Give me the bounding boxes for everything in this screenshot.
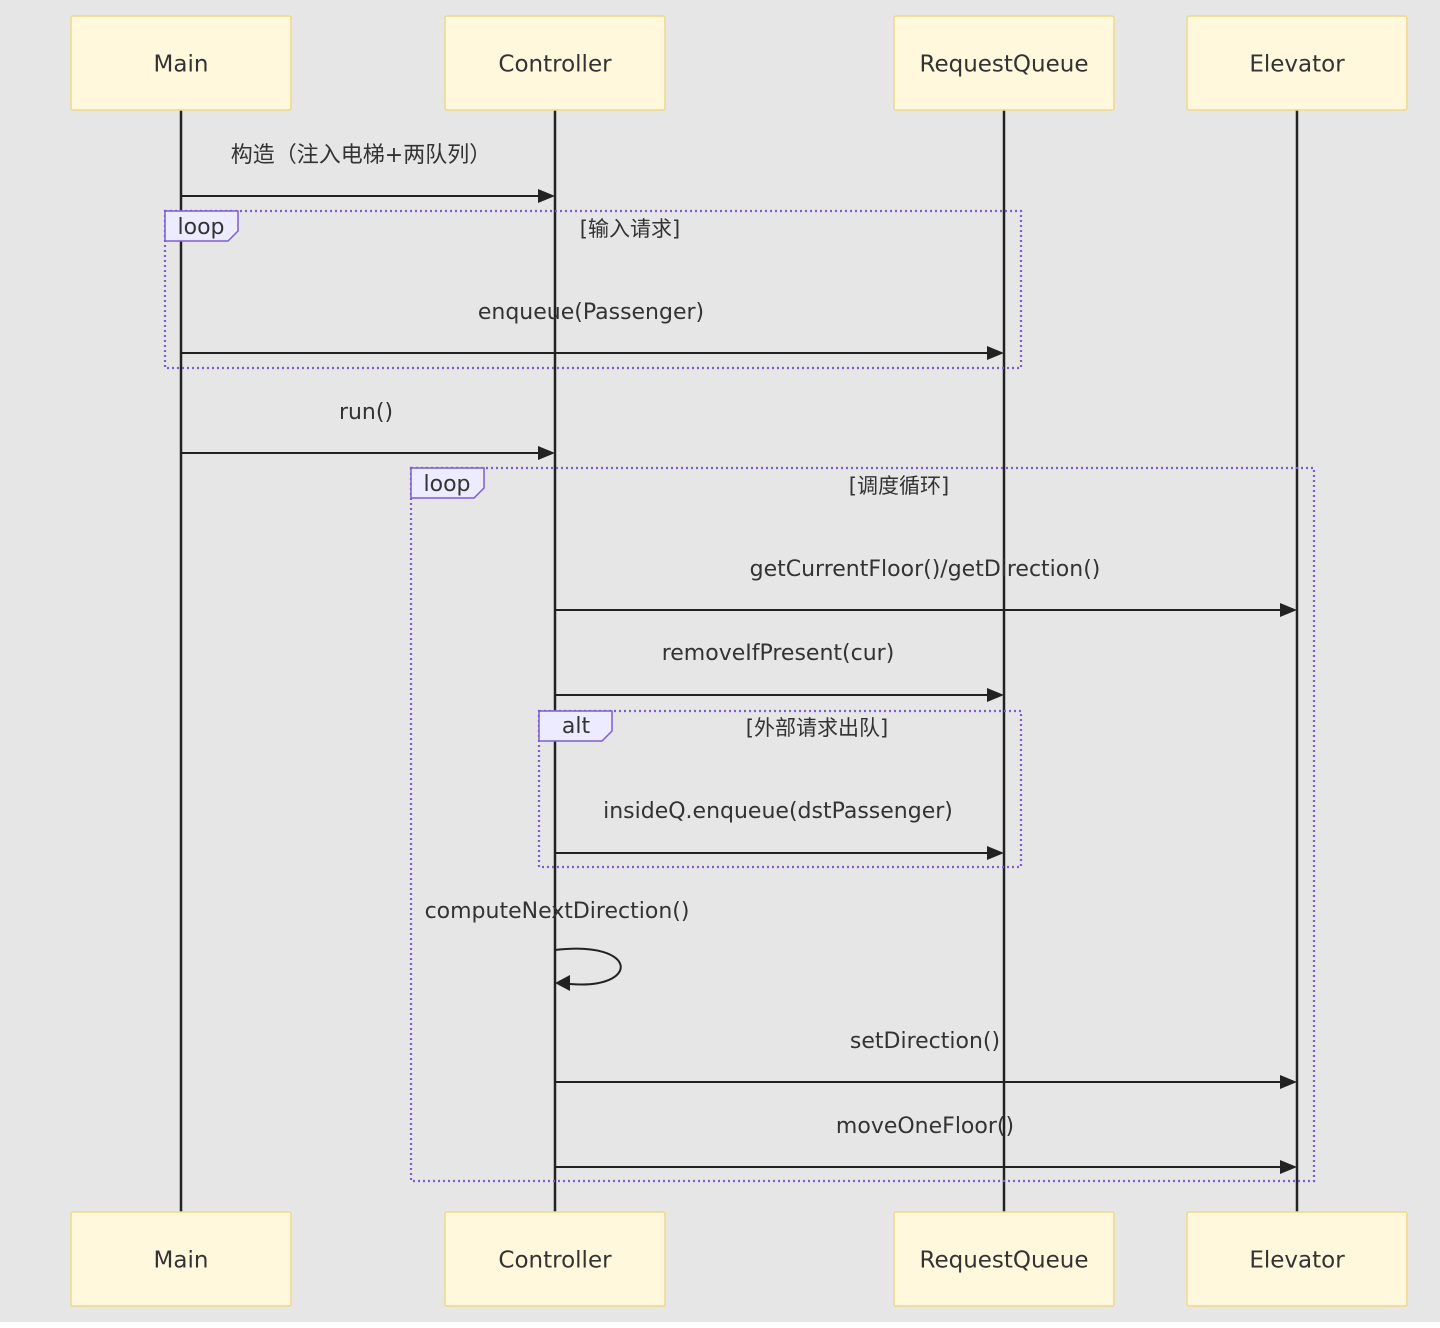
actor-box <box>1186 15 1408 111</box>
message-label: removeIfPresent(cur) <box>662 641 895 666</box>
participant-elevator-bottom: Elevator <box>1186 1211 1408 1307</box>
participant-main-bottom: Main <box>70 1211 292 1307</box>
actor-label: Elevator <box>1249 52 1345 78</box>
message-label: computeNextDirection() <box>425 899 690 924</box>
fragment-condition: [调度循环] <box>849 474 949 498</box>
actor-box <box>70 15 292 111</box>
message-label: enqueue(Passenger) <box>478 300 704 325</box>
bottom-strip <box>0 1322 1440 1328</box>
message-compute-next-direction: computeNextDirection() <box>425 899 690 991</box>
message-arrowhead <box>987 846 1004 860</box>
message-label: run() <box>339 400 393 425</box>
lifelines <box>179 110 1299 1212</box>
actor-label: Controller <box>498 52 612 78</box>
message-enqueue: enqueue(Passenger) <box>181 300 1004 360</box>
message-move-one-floor: moveOneFloor() <box>555 1114 1297 1174</box>
fragment-tab <box>410 467 485 499</box>
message-label: moveOneFloor() <box>836 1114 1014 1139</box>
actor-label: Controller <box>498 1248 612 1274</box>
participant-elevator-top: Elevator <box>1186 15 1408 111</box>
fragment-tab <box>538 710 613 742</box>
participant-main-top: Main <box>70 15 292 111</box>
participant-controller-top: Controller <box>444 15 666 111</box>
message-run: run() <box>181 400 555 460</box>
message-self-loop <box>554 947 622 986</box>
actor-label: RequestQueue <box>920 1248 1089 1274</box>
actor-label: Main <box>154 52 209 78</box>
fragment-kind-label: alt <box>562 714 591 739</box>
message-inside-enqueue: insideQ.enqueue(dstPassenger) <box>555 799 1004 860</box>
message-arrowhead <box>1280 1160 1297 1174</box>
message-remove-if-present: removeIfPresent(cur) <box>555 641 1004 702</box>
fragment-kind-label: loop <box>424 472 471 497</box>
message-label: 构造（注入电梯+两队列） <box>231 143 491 168</box>
message-arrowhead <box>538 189 555 203</box>
message-label: getCurrentFloor()/getDirection() <box>750 557 1101 582</box>
participant-requestqueue-top: RequestQueue <box>893 15 1115 111</box>
actor-label: RequestQueue <box>920 52 1089 78</box>
message-arrowhead <box>1280 1075 1297 1089</box>
participant-requestqueue-bottom: RequestQueue <box>893 1211 1115 1307</box>
message-arrowhead <box>987 346 1004 360</box>
message-arrowhead <box>1280 603 1297 617</box>
fragment-frame <box>163 209 1023 370</box>
actor-label: Elevator <box>1249 1248 1345 1274</box>
message-label: insideQ.enqueue(dstPassenger) <box>603 799 953 824</box>
actor-box <box>70 1211 292 1307</box>
message-get-floor-direction: getCurrentFloor()/getDirection() <box>555 557 1297 617</box>
fragment-frame <box>409 466 1316 1183</box>
fragment-loop-input: loop [输入请求] <box>163 209 1023 370</box>
message-set-direction: setDirection() <box>555 1029 1297 1089</box>
actor-box <box>444 15 666 111</box>
participant-controller-bottom: Controller <box>444 1211 666 1307</box>
fragment-loop-dispatch: loop [调度循环] <box>409 466 1316 1183</box>
actor-box <box>893 1211 1115 1307</box>
message-arrowhead <box>987 688 1004 702</box>
fragment-tab <box>164 210 239 242</box>
message-label: setDirection() <box>850 1029 1000 1054</box>
actor-box <box>1186 1211 1408 1307</box>
actor-box <box>893 15 1115 111</box>
message-construct: 构造（注入电梯+两队列） <box>181 143 555 203</box>
fragment-alt-outside: alt [外部请求出队] <box>537 709 1023 869</box>
fragment-condition: [输入请求] <box>580 217 680 241</box>
message-arrowhead <box>538 446 555 460</box>
fragment-condition: [外部请求出队] <box>746 716 888 740</box>
fragment-kind-label: loop <box>178 215 225 240</box>
message-arrowhead <box>555 975 570 991</box>
fragment-frame <box>537 709 1023 869</box>
actor-box <box>444 1211 666 1307</box>
actor-label: Main <box>154 1248 209 1274</box>
